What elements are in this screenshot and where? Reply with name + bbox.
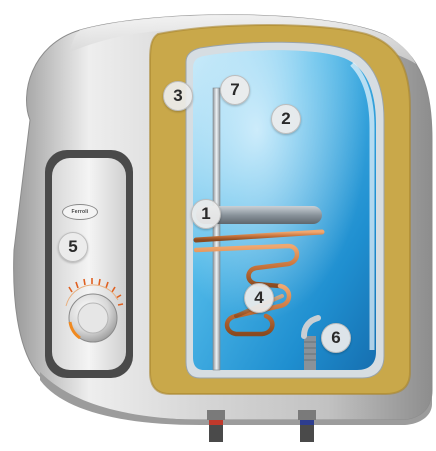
label-2-water-tank: 2 (271, 104, 301, 134)
label-3-insulation: 3 (163, 81, 193, 111)
hot-water-connector-collar (207, 410, 225, 420)
hot-water-connector-band (209, 420, 223, 425)
label-5-control-panel: 5 (58, 232, 88, 262)
anode-rod (213, 88, 220, 370)
label-1-inlet-pipe: 1 (191, 199, 221, 229)
cold-water-connector-collar (298, 410, 316, 420)
label-6-thermostat-probe: 6 (321, 323, 351, 353)
label-4-heating-element: 4 (244, 283, 274, 313)
label-7-anode-rod: 7 (220, 75, 250, 105)
cold-water-connector-band (300, 420, 314, 425)
thermostat-dial-center (78, 303, 108, 333)
brand-logo-icon: Ferroli (62, 204, 98, 220)
